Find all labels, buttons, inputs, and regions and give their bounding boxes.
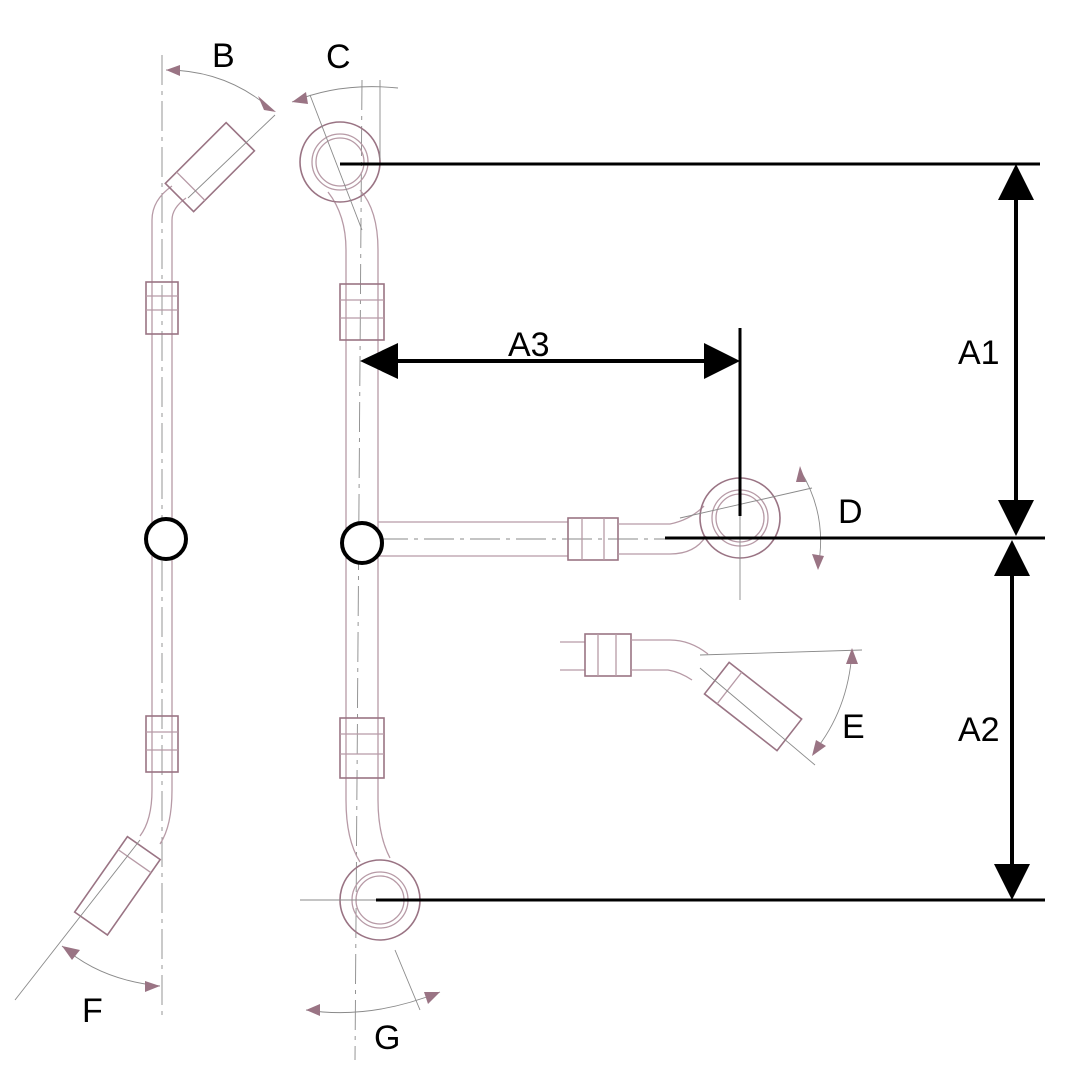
dimension-label-a3: A3 (508, 326, 550, 364)
angle-label-d: D (838, 493, 863, 531)
side-view-hose (14, 55, 276, 1015)
side-view-center-marker (144, 517, 188, 561)
front-view-center-marker (340, 521, 384, 565)
angle-label-e: E (842, 708, 865, 746)
angle-label-f: F (82, 992, 103, 1030)
angle-label-c: C (326, 38, 351, 76)
dimension-label-a2: A2 (958, 711, 1000, 749)
dimension-label-a1: A1 (958, 334, 1000, 372)
angle-label-b: B (212, 37, 235, 75)
detail-view-hose (560, 633, 863, 766)
front-view-hose (291, 79, 824, 1061)
angle-label-g: G (374, 1019, 400, 1057)
dimension-lines (340, 162, 1045, 902)
